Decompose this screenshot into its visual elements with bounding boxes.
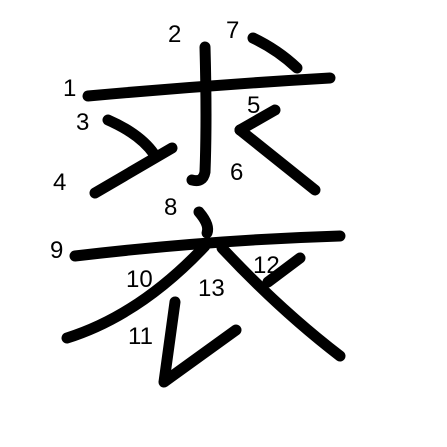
- stroke-number-11: 11: [128, 323, 153, 350]
- stroke-13: [216, 242, 346, 362]
- stroke-number-4: 4: [53, 169, 66, 196]
- stroke-number-7: 7: [226, 17, 239, 44]
- stroke-3: [102, 114, 160, 160]
- stroke-number-12: 12: [253, 252, 280, 279]
- stroke-6: [234, 124, 321, 196]
- stroke-number-8: 8: [164, 194, 177, 221]
- stroke-5: [234, 104, 281, 136]
- stroke-2: [186, 41, 212, 187]
- stroke-number-labels: 1 2 3 4 5 6 7 8 9 10 11 12 13: [50, 17, 280, 350]
- stroke-number-13: 13: [198, 275, 225, 302]
- stroke-number-2: 2: [168, 21, 181, 48]
- stroke-8: [193, 206, 214, 239]
- stroke-10: [61, 240, 211, 344]
- stroke-7: [247, 32, 303, 74]
- stroke-number-3: 3: [76, 109, 89, 136]
- stroke-11: [158, 296, 242, 388]
- stroke-12: [262, 252, 306, 288]
- stroke-number-5: 5: [247, 92, 260, 119]
- stroke-4: [89, 142, 178, 199]
- stroke-number-6: 6: [230, 159, 243, 186]
- stroke-number-1: 1: [63, 75, 76, 102]
- character-strokes: [61, 32, 346, 388]
- stroke-number-9: 9: [50, 237, 63, 264]
- stroke-number-10: 10: [126, 266, 153, 293]
